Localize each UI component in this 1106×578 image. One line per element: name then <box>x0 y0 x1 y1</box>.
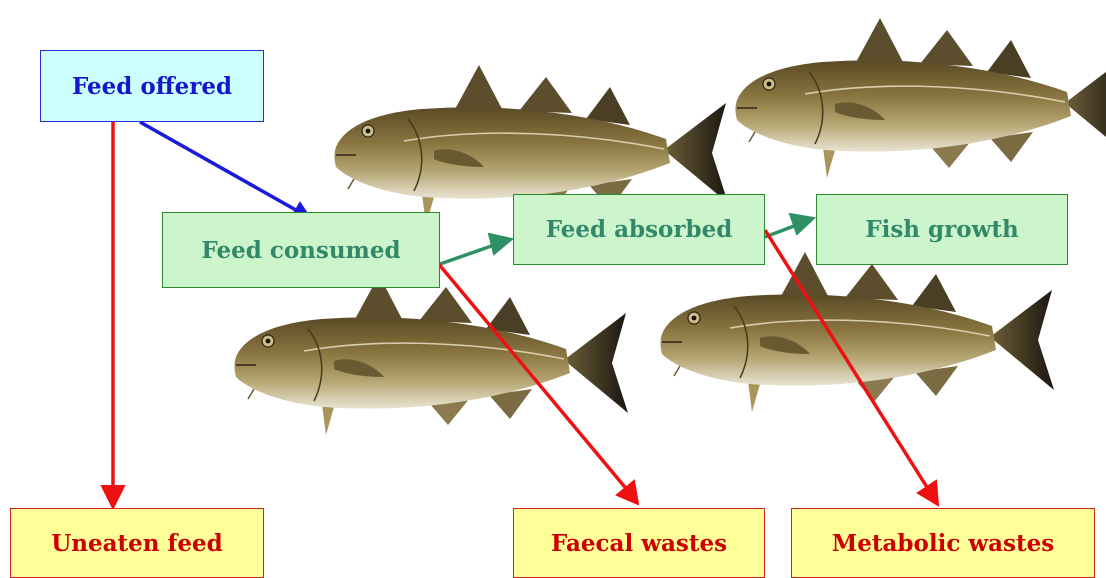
arrow-consumed-to-faecal <box>437 262 629 492</box>
feed-offered-box: Feed offered <box>40 50 264 122</box>
feed-consumed-box: Feed consumed <box>162 212 440 288</box>
feed-absorbed-box: Feed absorbed <box>513 194 765 265</box>
fish-growth-label: Fish growth <box>865 216 1018 243</box>
feed-offered-label: Feed offered <box>72 73 232 100</box>
metabolic-wastes-box: Metabolic wastes <box>791 508 1095 578</box>
uneaten-feed-box: Uneaten feed <box>10 508 264 578</box>
arrow-offered-to-uneaten-head <box>102 486 124 508</box>
uneaten-feed-label: Uneaten feed <box>51 530 223 557</box>
arrow-consumed-to-absorbed <box>440 243 500 264</box>
arrow-absorbed-to-metabolic <box>765 230 930 492</box>
arrow-absorbed-to-growth-head <box>790 214 814 234</box>
arrow-consumed-to-faecal-head <box>617 481 638 504</box>
arrow-consumed-to-absorbed-head <box>489 234 512 254</box>
fish-growth-box: Fish growth <box>816 194 1068 265</box>
arrow-absorbed-to-metabolic-head <box>918 481 938 505</box>
arrow-offered-to-consumed <box>140 122 310 218</box>
faecal-wastes-box: Faecal wastes <box>513 508 765 578</box>
faecal-wastes-label: Faecal wastes <box>551 530 727 557</box>
metabolic-wastes-label: Metabolic wastes <box>832 530 1054 557</box>
feed-consumed-label: Feed consumed <box>201 237 400 264</box>
feed-absorbed-label: Feed absorbed <box>546 216 733 243</box>
